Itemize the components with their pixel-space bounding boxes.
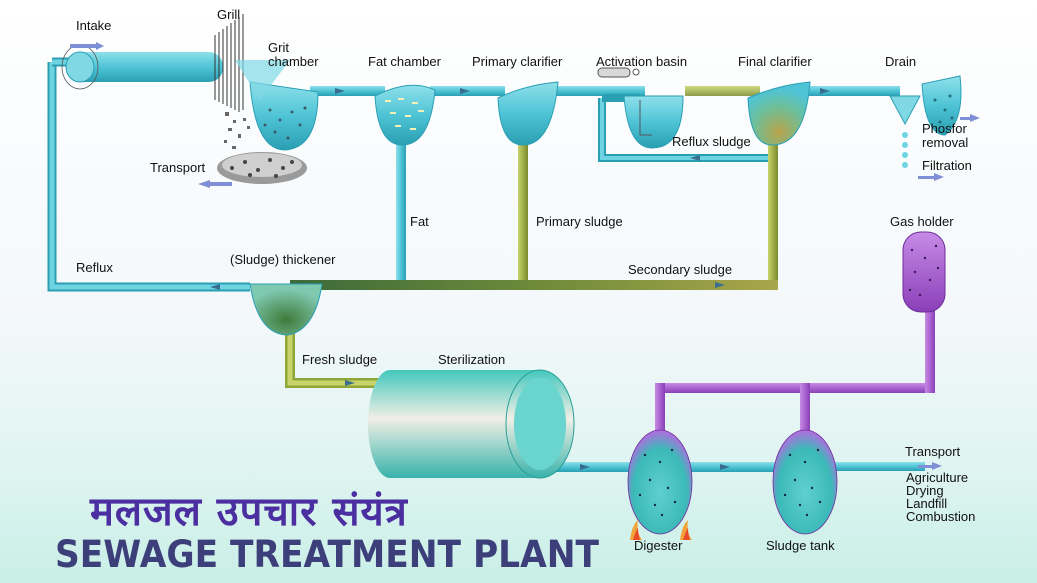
- label-landfill: Landfill: [906, 496, 947, 511]
- label-sludge-tank: Sludge tank: [766, 538, 835, 553]
- fat-chamber: [374, 84, 436, 146]
- label-primary-sludge: Primary sludge: [536, 214, 623, 229]
- final-clarifier: [747, 81, 811, 146]
- label-primary-clarifier: Primary clarifier: [472, 54, 563, 69]
- label-phosfor-removal-2: removal: [922, 135, 968, 150]
- label-phosfor-removal-1: Phosfor: [922, 121, 967, 136]
- secondary-sludge-riser: [768, 140, 778, 288]
- label-sterilization: Sterilization: [438, 352, 505, 367]
- fat-pipe: [396, 140, 406, 282]
- sludge-thickener: [249, 283, 323, 336]
- label-fresh-sludge: Fresh sludge: [302, 352, 377, 367]
- title-hindi: मलजल उपचार संयंत्र: [90, 489, 408, 535]
- label-reflux: Reflux: [76, 260, 113, 275]
- label-intake: Intake: [76, 18, 111, 33]
- digester: [627, 429, 693, 540]
- label-activation-basin: Activation basin: [596, 54, 687, 69]
- secondary-sludge-pipe: [290, 280, 778, 290]
- debris: [224, 112, 250, 149]
- title-english: SEWAGE TREATMENT PLANT: [55, 533, 600, 576]
- drain-unit: [889, 75, 980, 181]
- activation-basin: [597, 67, 684, 149]
- flame-icon: [630, 520, 692, 540]
- output-pipe: [830, 462, 925, 471]
- label-sludge-thickener: (Sludge) thickener: [230, 252, 336, 267]
- label-secondary-sludge: Secondary sludge: [628, 262, 732, 277]
- label-fat-chamber: Fat chamber: [368, 54, 442, 69]
- sludge-tank: [772, 429, 838, 535]
- label-grit-chamber-2: chamber: [268, 54, 319, 69]
- primary-clarifier: [497, 81, 559, 146]
- flow-arrows: [210, 88, 830, 470]
- transport-pile: [198, 152, 307, 188]
- sterilization-drum: [368, 369, 575, 479]
- gas-holder: [902, 231, 946, 313]
- label-agriculture: Agriculture: [906, 470, 968, 485]
- label-gas-holder: Gas holder: [890, 214, 954, 229]
- label-final-clarifier: Final clarifier: [738, 54, 812, 69]
- label-combustion: Combustion: [906, 509, 975, 524]
- label-drain: Drain: [885, 54, 916, 69]
- label-grill: Grill: [217, 7, 240, 22]
- label-filtration: Filtration: [922, 158, 972, 173]
- label-digester: Digester: [634, 538, 683, 553]
- gas-pipe: [655, 280, 935, 443]
- label-reflux-sludge: Reflux sludge: [672, 134, 751, 149]
- grit-chamber: [235, 60, 319, 151]
- primary-sludge-pipe: [518, 140, 528, 282]
- label-transport-bottom: Transport: [905, 444, 961, 459]
- intake-channel: [61, 42, 223, 90]
- label-drying: Drying: [906, 483, 944, 498]
- label-fat: Fat: [410, 214, 429, 229]
- transport-arrow: [918, 465, 934, 468]
- label-transport-top: Transport: [150, 160, 206, 175]
- label-grit-chamber-1: Grit: [268, 40, 289, 55]
